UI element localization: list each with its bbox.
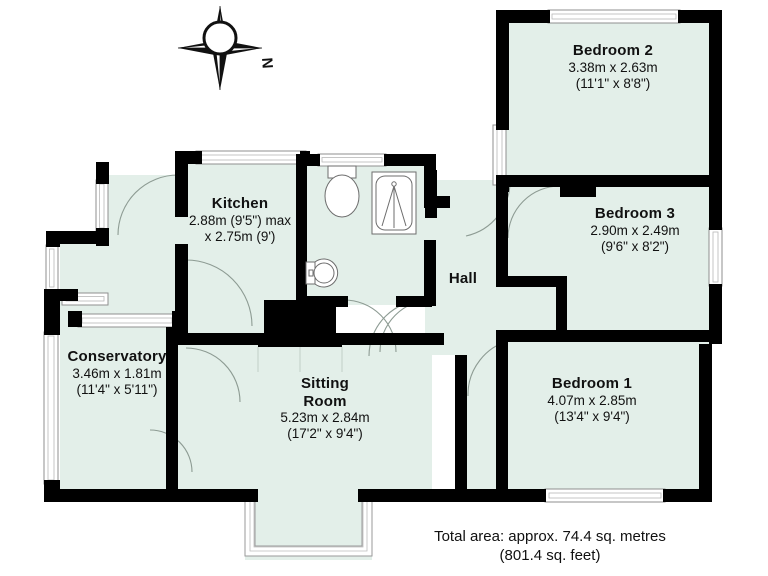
window-bathroom-north bbox=[317, 153, 387, 167]
wall-east-mid bbox=[709, 284, 722, 344]
compass-north-label: N bbox=[258, 57, 276, 69]
wall-conservatory-south bbox=[44, 489, 178, 502]
room-fill-bedroom-1 bbox=[505, 340, 712, 492]
window-kitchen-north bbox=[195, 150, 307, 165]
wall-rightwing-west-upper bbox=[496, 10, 509, 130]
bath-icon bbox=[371, 171, 417, 235]
wall-link-corner bbox=[46, 231, 60, 247]
fixture-layer bbox=[257, 165, 417, 372]
room-fill-bedroom-2 bbox=[505, 22, 722, 175]
wall-bedroom1-south-left bbox=[466, 489, 546, 502]
door-arc-kitchen-hall bbox=[185, 259, 253, 327]
wall-conservatory-north-right bbox=[172, 311, 184, 327]
compass-rose-icon bbox=[177, 5, 263, 91]
wall-conservatory-east bbox=[166, 327, 178, 492]
room-fill-bay-window bbox=[245, 492, 372, 560]
wall-bedroom3-door-head bbox=[560, 186, 596, 197]
wall-sitting-south-left bbox=[166, 489, 258, 502]
wall-bathroom-east-lower bbox=[424, 240, 436, 306]
wall-sitting-south-right bbox=[358, 489, 470, 502]
hearth-lines bbox=[257, 347, 343, 372]
door-arc-conservatory bbox=[185, 347, 241, 403]
window-layer bbox=[43, 9, 723, 557]
room-fill-layer bbox=[60, 22, 722, 560]
wall-link-south bbox=[60, 289, 78, 301]
wall-bedroom1-south-right bbox=[663, 489, 712, 502]
room-fill-link bbox=[60, 232, 100, 320]
wall-bathroom-east-upper bbox=[424, 154, 436, 200]
room-fill-inner-lobby bbox=[100, 175, 178, 338]
room-fill-hall bbox=[425, 180, 505, 492]
room-fill-conservatory bbox=[60, 320, 178, 492]
wall-link-north bbox=[46, 231, 108, 244]
total-area-note: Total area: approx. 74.4 sq. metres (801… bbox=[395, 528, 705, 566]
wall-bedroom2-north-left bbox=[496, 10, 550, 23]
wall-bathroom-south-right bbox=[396, 296, 432, 307]
wall-lobby-west-upper bbox=[96, 162, 109, 184]
window-bedroom-3-east bbox=[708, 227, 723, 287]
wall-airing-cupboard-horz bbox=[496, 276, 564, 287]
window-conservatory-west bbox=[43, 331, 59, 485]
window-bedroom-1-south bbox=[544, 488, 666, 503]
wall-layer bbox=[44, 10, 722, 502]
fireplace-breast bbox=[264, 300, 336, 342]
wall-hall-east bbox=[496, 342, 508, 492]
wall-conservatory-north bbox=[68, 311, 82, 327]
wall-bathroom-west bbox=[296, 160, 307, 306]
wall-kitchen-north-right bbox=[300, 151, 310, 164]
wall-airing-cupboard-vert bbox=[556, 276, 567, 332]
wall-bed2-bed3-divider bbox=[496, 175, 722, 187]
room-fill-bedroom-3 bbox=[505, 186, 712, 330]
wall-conservatory-west-top bbox=[44, 311, 60, 335]
wall-bathroom-north-right bbox=[384, 154, 436, 166]
room-fill-kitchen bbox=[178, 160, 300, 338]
window-lobby-west bbox=[95, 179, 109, 233]
door-arc-sitting-bay bbox=[149, 429, 193, 473]
toilet-icon bbox=[324, 165, 360, 218]
wall-kitchen-east bbox=[175, 151, 188, 217]
fireplace-hearth bbox=[258, 339, 342, 347]
wall-link-west-mid bbox=[44, 289, 60, 311]
wall-hall-west-lower bbox=[455, 355, 467, 495]
window-bedroom-2-north bbox=[547, 9, 681, 24]
wall-bed3-bed1-divider bbox=[496, 330, 712, 342]
room-fill-sitting-room bbox=[178, 338, 432, 492]
total-area-imperial: (801.4 sq. feet) bbox=[499, 546, 601, 564]
door-arc-kitchen-lobby bbox=[117, 174, 179, 236]
wall-east-upper bbox=[709, 10, 722, 230]
wall-east-lower bbox=[699, 344, 712, 494]
wall-bedroom3-west bbox=[496, 186, 508, 278]
total-area-metric: Total area: approx. 74.4 sq. metres bbox=[434, 528, 666, 545]
wall-bathroom-east-notch bbox=[424, 196, 450, 208]
window-conservatory-north bbox=[77, 313, 177, 328]
window-link-west-upper bbox=[45, 244, 59, 292]
wash-basin-icon bbox=[305, 258, 339, 288]
